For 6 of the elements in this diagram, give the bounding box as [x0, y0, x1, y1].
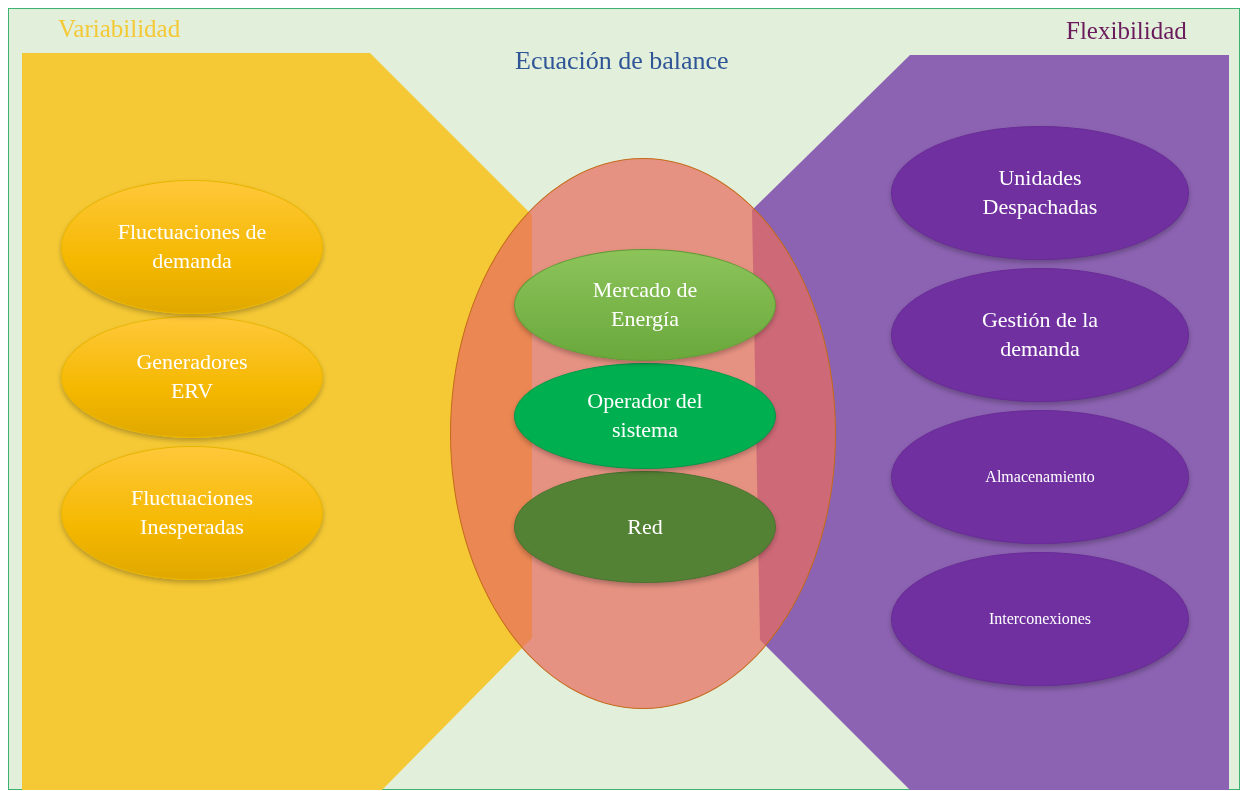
oval-node: Red [514, 471, 776, 583]
diagram-title: Ecuación de balance [515, 46, 729, 76]
oval-node: Operador del sistema [514, 363, 776, 469]
band-heading: Variabilidad [58, 15, 181, 43]
oval-node: Mercado de Energía [514, 249, 776, 361]
band-heading: Flexibilidad [1066, 17, 1187, 45]
